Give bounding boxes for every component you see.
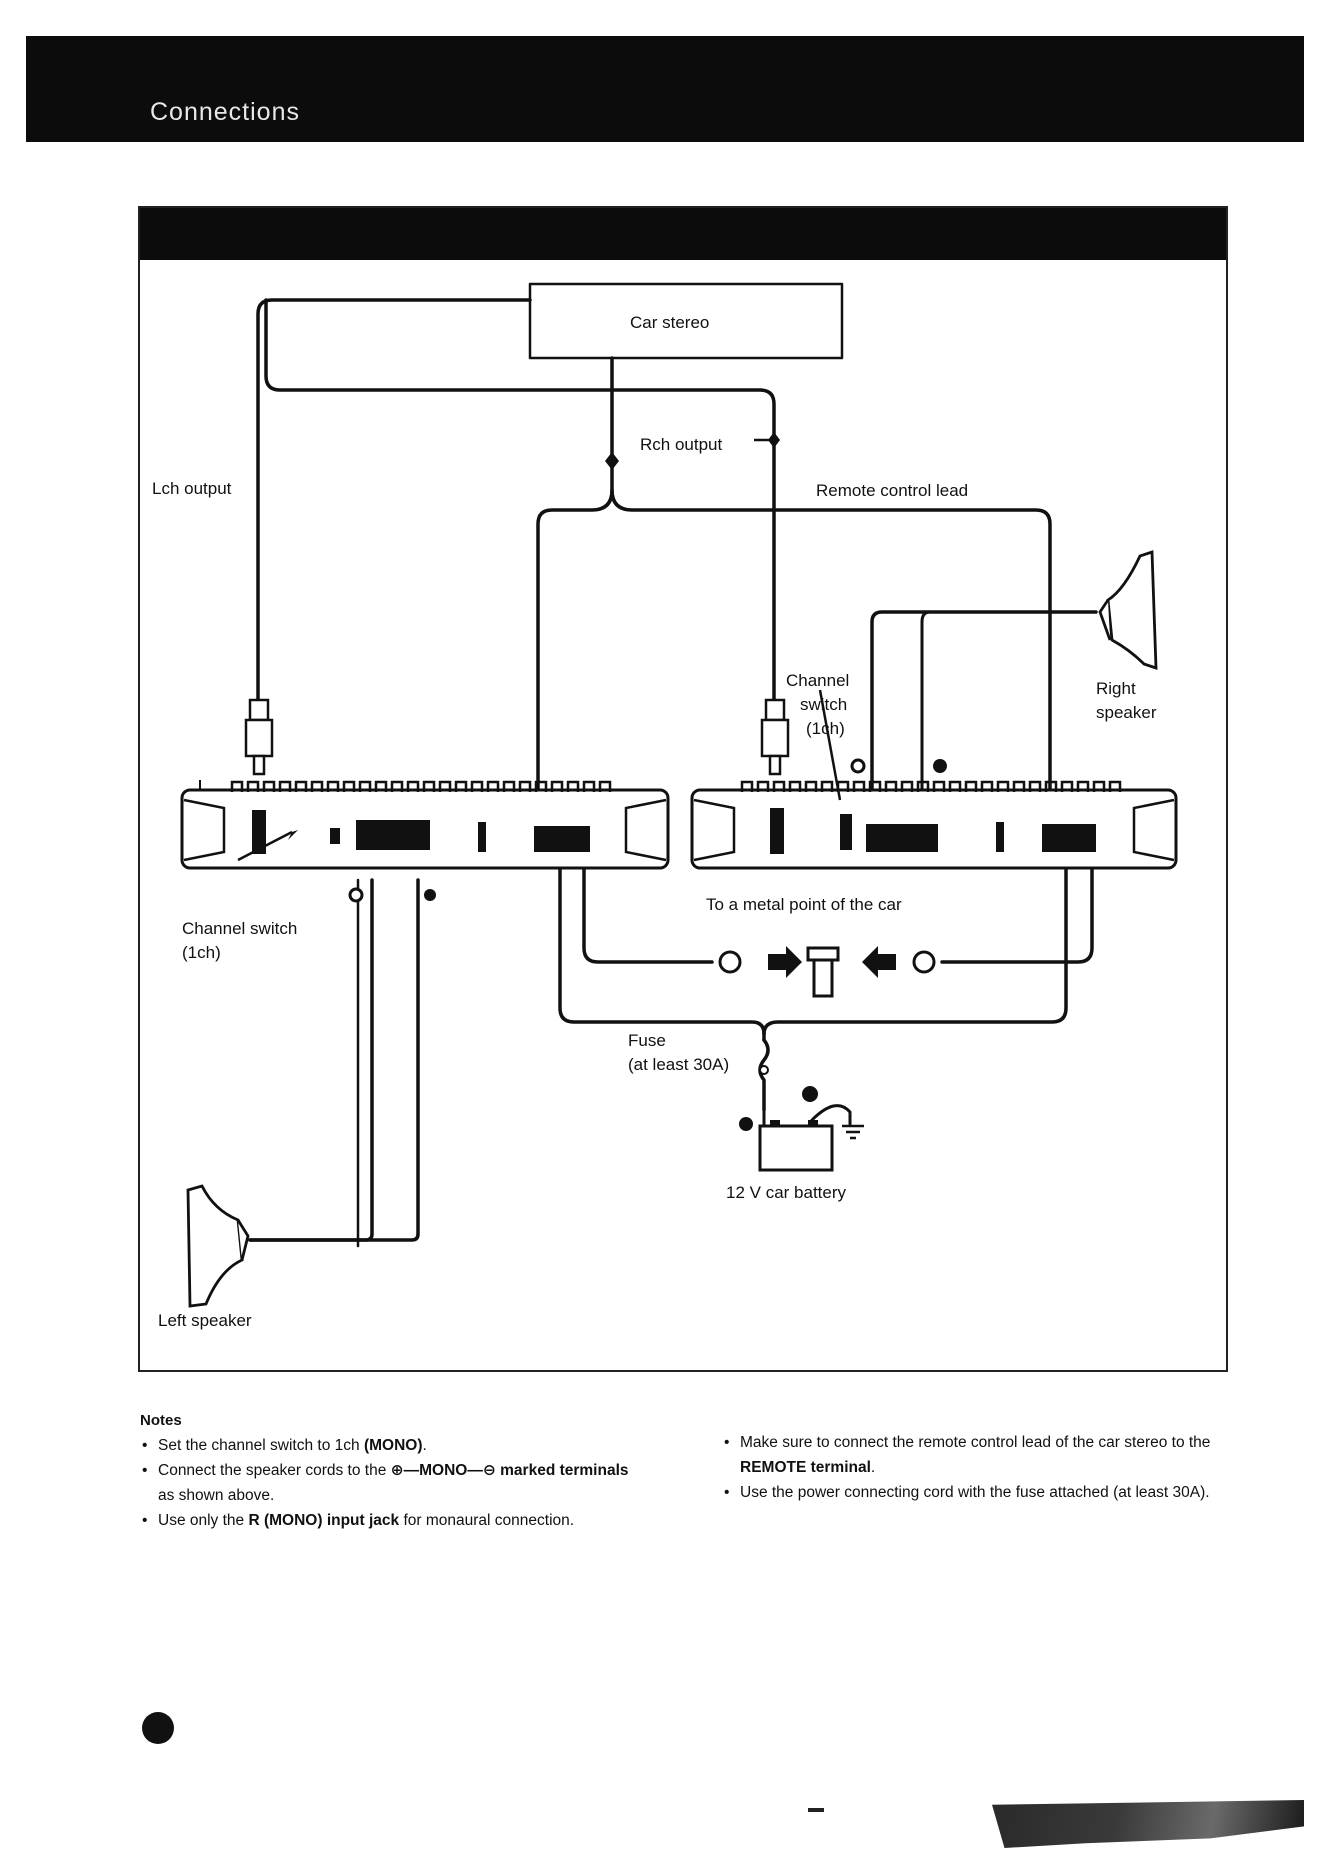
right-spk-wire1: [870, 610, 1098, 792]
note-bold: R (MONO) input jack: [248, 1512, 400, 1529]
label-channel-switch-left-2: (1ch): [182, 943, 221, 962]
ground-wire-right: [940, 866, 1094, 964]
battery-icon: [758, 1120, 864, 1172]
remote-lead: [610, 488, 1052, 794]
corner-mark: [992, 1800, 1304, 1848]
note-text: .: [870, 1459, 876, 1476]
car-stereo-box: [528, 282, 844, 360]
note-item: Use only the R (MONO) input jack for mon…: [140, 1508, 640, 1533]
label-channel-switch-left-1: Channel switch: [182, 919, 297, 938]
note-text: Make sure to connect the remote control …: [740, 1434, 1211, 1451]
note-text: as shown above.: [158, 1487, 275, 1504]
note-item: Make sure to connect the remote control …: [722, 1430, 1232, 1480]
notes-left: Notes Set the channel switch to 1ch (MON…: [140, 1408, 640, 1533]
lch-wire-outer: [256, 298, 532, 702]
notes-title: Notes: [140, 1412, 182, 1429]
page-dot: [142, 1712, 174, 1744]
note-bold: REMOTE terminal: [740, 1459, 871, 1476]
note-bold: (MONO): [363, 1437, 423, 1454]
label-metal-point: To a metal point of the car: [706, 895, 902, 914]
right-spk-wire2: [920, 610, 1098, 792]
diagram-panel: [138, 206, 1228, 1372]
label-right-speaker-2: speaker: [1096, 703, 1157, 722]
margin-tick: [808, 1808, 824, 1812]
label-left-speaker: Left speaker: [158, 1311, 252, 1330]
panel-header-bar: [140, 208, 1226, 260]
right-speaker-icon: [1098, 550, 1158, 670]
right-amplifier: [690, 689, 1178, 870]
note-text: .: [422, 1437, 427, 1454]
notes-right: Make sure to connect the remote control …: [722, 1430, 1232, 1505]
left-amplifier: [180, 780, 670, 870]
label-right-speaker-1: Right: [1096, 679, 1136, 698]
label-fuse-1: Fuse: [628, 1031, 666, 1050]
ground-wire-left: [582, 866, 714, 964]
note-text: Use only the: [158, 1512, 249, 1529]
center-lead-left: [536, 356, 614, 794]
note-text: Set the channel switch to 1ch: [158, 1437, 364, 1454]
ground-assembly: [718, 946, 936, 998]
fuse-symbol: [758, 1038, 770, 1112]
label-fuse-2: (at least 30A): [628, 1055, 729, 1074]
label-channel-switch-right-3: (1ch): [806, 719, 845, 738]
note-text: Use the power connecting cord with the f…: [740, 1484, 1210, 1501]
label-car-stereo: Car stereo: [630, 313, 709, 332]
left-spk-wire2: [248, 878, 420, 1242]
header-bar: [26, 36, 1304, 142]
connection-diagram: Car stereo Lch output Rch output Remote …: [152, 282, 1178, 1330]
note-item: Use the power connecting cord with the f…: [722, 1480, 1232, 1505]
label-channel-switch-right-1: Channel: [786, 671, 849, 690]
note-item: Set the channel switch to 1ch (MONO).: [140, 1433, 640, 1458]
label-rch-output: Rch output: [640, 435, 722, 454]
page-title: Connections: [150, 98, 300, 126]
label-lch-output: Lch output: [152, 479, 232, 498]
label-battery: 12 V car battery: [726, 1183, 847, 1202]
note-text: for monaural connection.: [399, 1512, 575, 1529]
label-remote-control-lead: Remote control lead: [816, 481, 968, 500]
rch-wire: [264, 298, 776, 702]
note-text: Connect the speaker cords to the: [158, 1462, 391, 1479]
left-speaker-icon: [186, 1184, 250, 1308]
power-wire-right: [762, 866, 1068, 1036]
label-channel-switch-right-2: switch: [800, 695, 847, 714]
note-bold: ⊕—MONO—⊖ marked terminals: [390, 1462, 629, 1479]
note-item: Connect the speaker cords to the ⊕—MONO—…: [140, 1458, 640, 1508]
